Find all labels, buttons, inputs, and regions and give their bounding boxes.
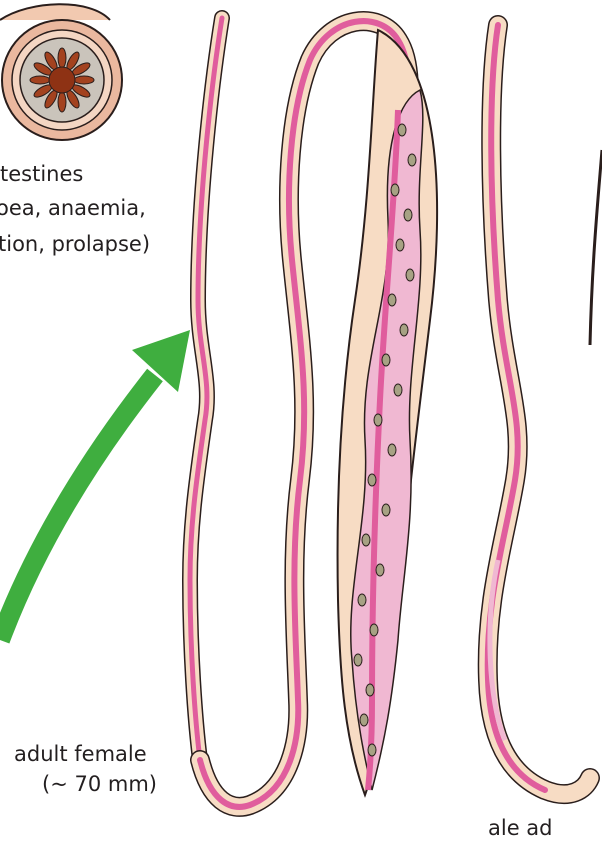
egg xyxy=(358,594,366,606)
egg xyxy=(388,444,396,456)
label-female-size: (~ 70 mm) xyxy=(42,770,157,798)
green-arrow-icon xyxy=(0,330,190,640)
egg xyxy=(404,209,412,221)
egg xyxy=(368,474,376,486)
egg xyxy=(382,504,390,516)
egg xyxy=(362,534,370,546)
egg xyxy=(376,564,384,576)
egg xyxy=(374,414,382,426)
egg xyxy=(394,384,402,396)
worm-male-curled-icon xyxy=(488,25,590,794)
worm-thin-anterior-icon xyxy=(190,18,222,760)
label-intestines: testines xyxy=(0,160,83,188)
worm-loop-adult-female-icon xyxy=(200,21,437,807)
egg xyxy=(408,154,416,166)
egg xyxy=(360,714,368,726)
lumen-fold xyxy=(74,76,94,84)
label-cut-off: ale ad xyxy=(488,814,553,842)
egg xyxy=(391,184,399,196)
egg xyxy=(388,294,396,306)
label-adult-female: adult female xyxy=(14,740,147,768)
egg xyxy=(354,654,362,666)
label-symptoms-line2: tion, prolapse) xyxy=(0,230,150,258)
egg xyxy=(400,324,408,336)
egg xyxy=(382,354,390,366)
lumen-fold xyxy=(30,76,50,84)
egg xyxy=(398,124,406,136)
egg xyxy=(370,624,378,636)
intestine-cross-section-icon xyxy=(0,4,122,140)
worm-partial-right-icon xyxy=(590,150,602,345)
egg xyxy=(396,239,404,251)
label-symptoms-line1: oea, anaemia, xyxy=(0,194,146,222)
egg xyxy=(368,744,376,756)
egg xyxy=(406,269,414,281)
lumen-fold xyxy=(58,48,66,68)
egg xyxy=(366,684,374,696)
lumen-fold xyxy=(58,92,66,112)
